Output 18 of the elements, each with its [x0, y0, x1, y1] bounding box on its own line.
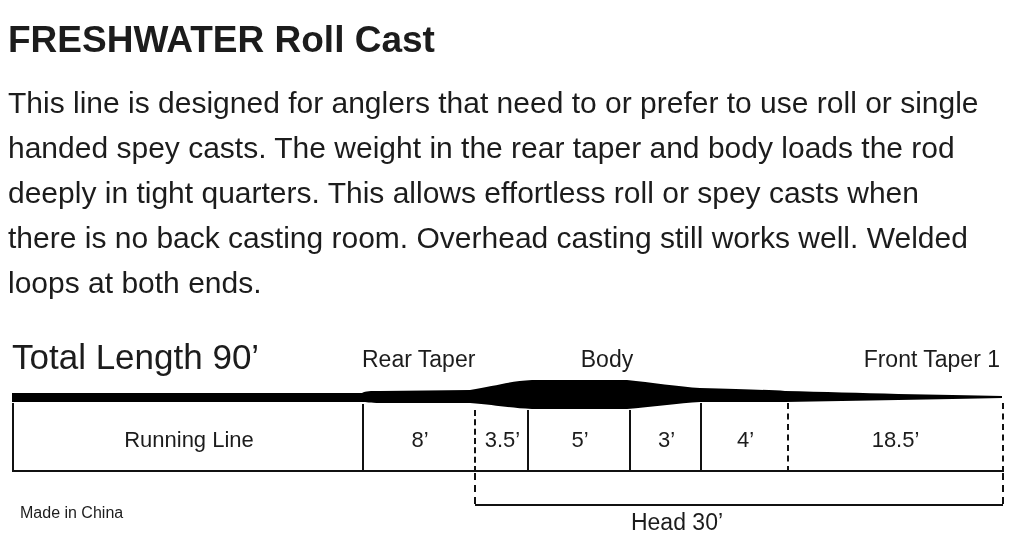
- segment-length: 3’: [657, 427, 676, 453]
- segment-length: 18.5’: [871, 427, 920, 453]
- segment-length: 3.5’: [484, 427, 521, 453]
- line-segment: [474, 410, 529, 472]
- section-label: Front Taper 1: [863, 345, 1000, 373]
- note-text: Made in China: [20, 503, 124, 523]
- segment-name: Running Line: [124, 427, 254, 453]
- segment-length: 4’: [736, 427, 755, 453]
- section-label: Rear Taper: [362, 345, 476, 373]
- section-label: Body: [580, 345, 634, 373]
- line-segment: [787, 403, 1004, 472]
- line-segment: [629, 410, 702, 472]
- segment-length: 8’: [411, 427, 429, 453]
- title: FRESHWATER Roll Cast: [8, 18, 435, 62]
- total-length-label: Total Length 90’: [12, 336, 260, 378]
- dimension-label: Head 30’: [630, 508, 724, 536]
- segment-length: 5’: [571, 427, 589, 453]
- description-text: This line is designed for anglers that need to or prefer to use roll or single handed spey casts. The weight in the rear taper and body loads the rod deeply in tight quarters. This allows effortless roll or spey casts when there is no back casting room. Overhead casting still works well. Welded loops at both ends.: [8, 85, 980, 301]
